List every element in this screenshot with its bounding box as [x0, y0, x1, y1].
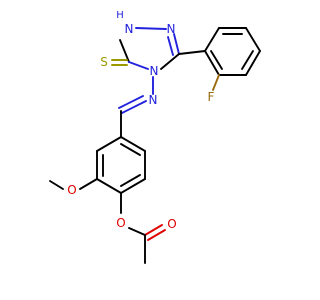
bond-n2-c3 [173, 33, 180, 55]
bond-r3-r4 [96, 178, 122, 194]
bond-c5-n1 [119, 39, 130, 63]
bond-r4-r5 [120, 178, 146, 194]
bond-r3-omethoxy [79, 178, 98, 190]
atom-label-n2: N [167, 22, 176, 36]
bond-ph6-ph1 [204, 50, 220, 76]
bond-c3-n4 [160, 53, 180, 70]
atom-label-o-carbonyl: O [167, 217, 176, 231]
bond-nimine-ch-double [118, 95, 144, 109]
bond-n1-n2 [135, 27, 167, 30]
bond-ccarbonyl-o-1 [144, 224, 163, 236]
bond-r6-r1 [120, 136, 146, 152]
bond-ph6-f [212, 74, 220, 91]
atom-label-n1: N [125, 22, 134, 36]
bond-r4-r5-inner [120, 174, 141, 187]
atom-label-sulfur: S [100, 55, 108, 69]
bond-r1-r2 [96, 136, 122, 152]
bond-omethoxy-ch3 [49, 180, 64, 190]
molecule-structure: H N N N N S F O O O [49, 10, 261, 264]
atom-label-n4: N [150, 64, 159, 78]
bond-n2-c3-double [167, 36, 174, 56]
structure-canvas: H N N N N S F O O O [49, 10, 261, 264]
bond-oester-ccarbonyl [128, 227, 146, 236]
bond-ph6-ph1-inner [210, 50, 223, 70]
bond-n4-c5 [128, 61, 149, 70]
atom-label-o-methoxy: O [67, 183, 76, 197]
bond-nimine-ch [121, 100, 147, 114]
bond-c3-ph1 [178, 50, 206, 55]
bond-r6-r1-inner [120, 143, 141, 156]
atom-label-n-imine: N [149, 93, 158, 107]
bond-ccarbonyl-o-2 [147, 229, 166, 241]
bond-ph1-ph2 [204, 27, 220, 52]
atom-label-fluorine: F [208, 90, 215, 104]
bond-ph3-ph4 [245, 27, 261, 52]
atom-label-o-ester: O [116, 216, 125, 230]
bond-ph4-ph5 [245, 50, 261, 76]
atom-label-nh-h: H [116, 10, 124, 21]
bond-ph4-ph5-inner [241, 50, 254, 70]
